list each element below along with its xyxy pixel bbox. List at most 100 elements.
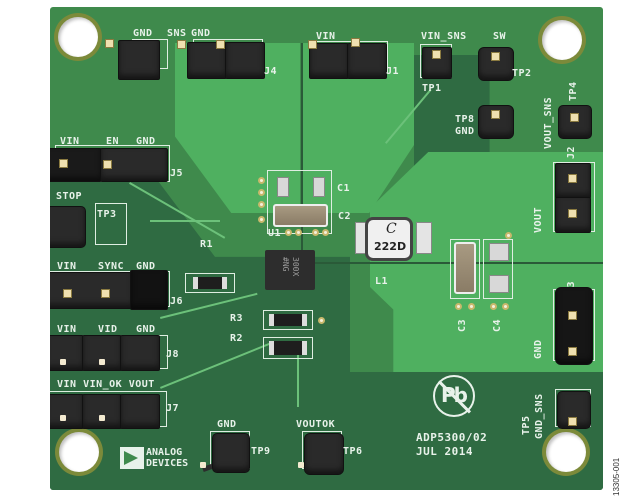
- board-part-number: ADP5300/02: [416, 431, 488, 444]
- tp5-pin[interactable]: [568, 417, 577, 426]
- j7-pin3-header[interactable]: [120, 394, 160, 429]
- u1-marking-1: 300X: [291, 257, 300, 277]
- trace-stop: [150, 220, 220, 222]
- j6-pin2[interactable]: [101, 289, 110, 298]
- tp8-header[interactable]: [478, 105, 514, 139]
- tp3-label: STOP: [56, 191, 83, 202]
- tp4-pin[interactable]: [570, 113, 579, 122]
- j6-label-sync: SYNC: [98, 261, 125, 272]
- j7-pin2-tip[interactable]: [99, 415, 105, 421]
- j5-ref: J5: [170, 168, 184, 179]
- j5-pin2[interactable]: [59, 159, 68, 168]
- tp5-ref: TP5: [521, 415, 532, 435]
- j6-label-vin: VIN: [57, 261, 77, 272]
- tp2-ref: TP2: [512, 68, 532, 79]
- j8-pin3-header[interactable]: [120, 335, 160, 371]
- output-bus-line: [280, 262, 603, 264]
- l1-inductor: C 222D: [365, 217, 413, 261]
- j1-pin1[interactable]: [308, 40, 317, 49]
- j1-pin2[interactable]: [351, 38, 360, 47]
- j4-pin1[interactable]: [105, 39, 114, 48]
- j2-label-vout: VOUT: [533, 206, 544, 233]
- j5-pin3[interactable]: [103, 160, 112, 169]
- j8-pin2-header[interactable]: [82, 335, 122, 371]
- j5-jumper[interactable]: [50, 148, 102, 182]
- j3-pin1[interactable]: [568, 311, 577, 320]
- logo-line2: DEVICES: [146, 458, 189, 469]
- via-4: [258, 216, 265, 223]
- j6-jumper[interactable]: [130, 270, 168, 310]
- l1-brand-glyph: C: [386, 221, 397, 237]
- via-8: [322, 229, 329, 236]
- lead-free-icon: Pb: [433, 375, 475, 417]
- j4-pin3-header[interactable]: [225, 42, 265, 79]
- j8-pin1-header[interactable]: [50, 335, 84, 371]
- logo-line1: ANALOG: [146, 447, 183, 458]
- tp3-outline: [95, 203, 127, 245]
- via-c3-1: [455, 303, 462, 310]
- r3-ref: R3: [230, 313, 244, 324]
- tp9-pin-tip[interactable]: [200, 462, 206, 468]
- tp6-pin-tip[interactable]: [298, 462, 304, 468]
- c3-capacitor: [454, 242, 476, 294]
- tp3-header[interactable]: [50, 206, 86, 248]
- tp4-header[interactable]: [558, 105, 592, 139]
- r1-resistor: [193, 277, 227, 289]
- l1-ref: L1: [375, 276, 389, 287]
- j7-pin1-header[interactable]: [50, 394, 84, 429]
- tp4-label: VOUT_SNS: [543, 96, 554, 149]
- j8-pin2-tip[interactable]: [99, 359, 105, 365]
- j1-label-vin: VIN: [316, 31, 336, 42]
- j2-ref: J2: [566, 145, 577, 159]
- tp1-pin[interactable]: [432, 50, 441, 59]
- j8-label-vid: VID: [98, 324, 118, 335]
- c2-capacitor: [273, 204, 328, 227]
- j4-label-sns: SNS: [167, 28, 187, 39]
- logo-triangle-icon: [120, 447, 144, 469]
- j7-pin2-header[interactable]: [82, 394, 122, 429]
- j2-pin2[interactable]: [568, 209, 577, 218]
- via-3: [258, 201, 265, 208]
- pcb-board: GND SNS GND J4 VIN J1 VIN_SNS TP1 SW TP2…: [50, 7, 603, 490]
- j4-pin1-header[interactable]: [118, 40, 160, 80]
- j4-pin3[interactable]: [216, 40, 225, 49]
- tp2-pin[interactable]: [491, 52, 500, 61]
- via-6: [295, 229, 302, 236]
- r1-ref: R1: [200, 239, 214, 250]
- mounting-hole-bottom-left: [59, 432, 99, 472]
- c4-pad-bottom: [489, 275, 509, 293]
- j6-pin1[interactable]: [63, 289, 72, 298]
- c1-pad-left: [277, 177, 289, 197]
- l1-marking: 222D: [374, 240, 407, 253]
- j3-pin2[interactable]: [568, 347, 577, 356]
- j7-ref: J7: [166, 403, 180, 414]
- j2-pin1[interactable]: [568, 174, 577, 183]
- u1-ic: [265, 250, 315, 290]
- j8-pin1-tip[interactable]: [60, 359, 66, 365]
- j4-label-gnd2: GND: [191, 28, 211, 39]
- j6-label-gnd: GND: [136, 261, 156, 272]
- via-c3-2: [468, 303, 475, 310]
- tp2-label: SW: [493, 31, 507, 42]
- j4-pin2[interactable]: [177, 40, 186, 49]
- tp8-pin[interactable]: [491, 110, 500, 119]
- j7-pin1-tip[interactable]: [60, 415, 66, 421]
- tp6-ref: TP6: [343, 446, 363, 457]
- tp5-label: GND_SNS: [534, 393, 545, 439]
- tp1-ref: TP1: [422, 83, 442, 94]
- plane-split-line: [301, 43, 303, 258]
- via-2: [258, 189, 265, 196]
- via-1: [258, 177, 265, 184]
- mounting-hole-bottom-right: [546, 432, 586, 472]
- tp9-header[interactable]: [212, 433, 250, 473]
- l1-pad-right: [416, 222, 432, 254]
- j4-label-gnd1: GND: [133, 28, 153, 39]
- tp6-header[interactable]: [304, 433, 344, 475]
- via-c4-2: [502, 303, 509, 310]
- tp9-ref: TP9: [251, 446, 271, 457]
- c3-ref: C3: [457, 318, 468, 332]
- j1-pin2-header[interactable]: [347, 43, 387, 79]
- j8-ref: J8: [166, 349, 180, 360]
- tp1-label: VIN_SNS: [421, 31, 467, 42]
- via-c4-1: [490, 303, 497, 310]
